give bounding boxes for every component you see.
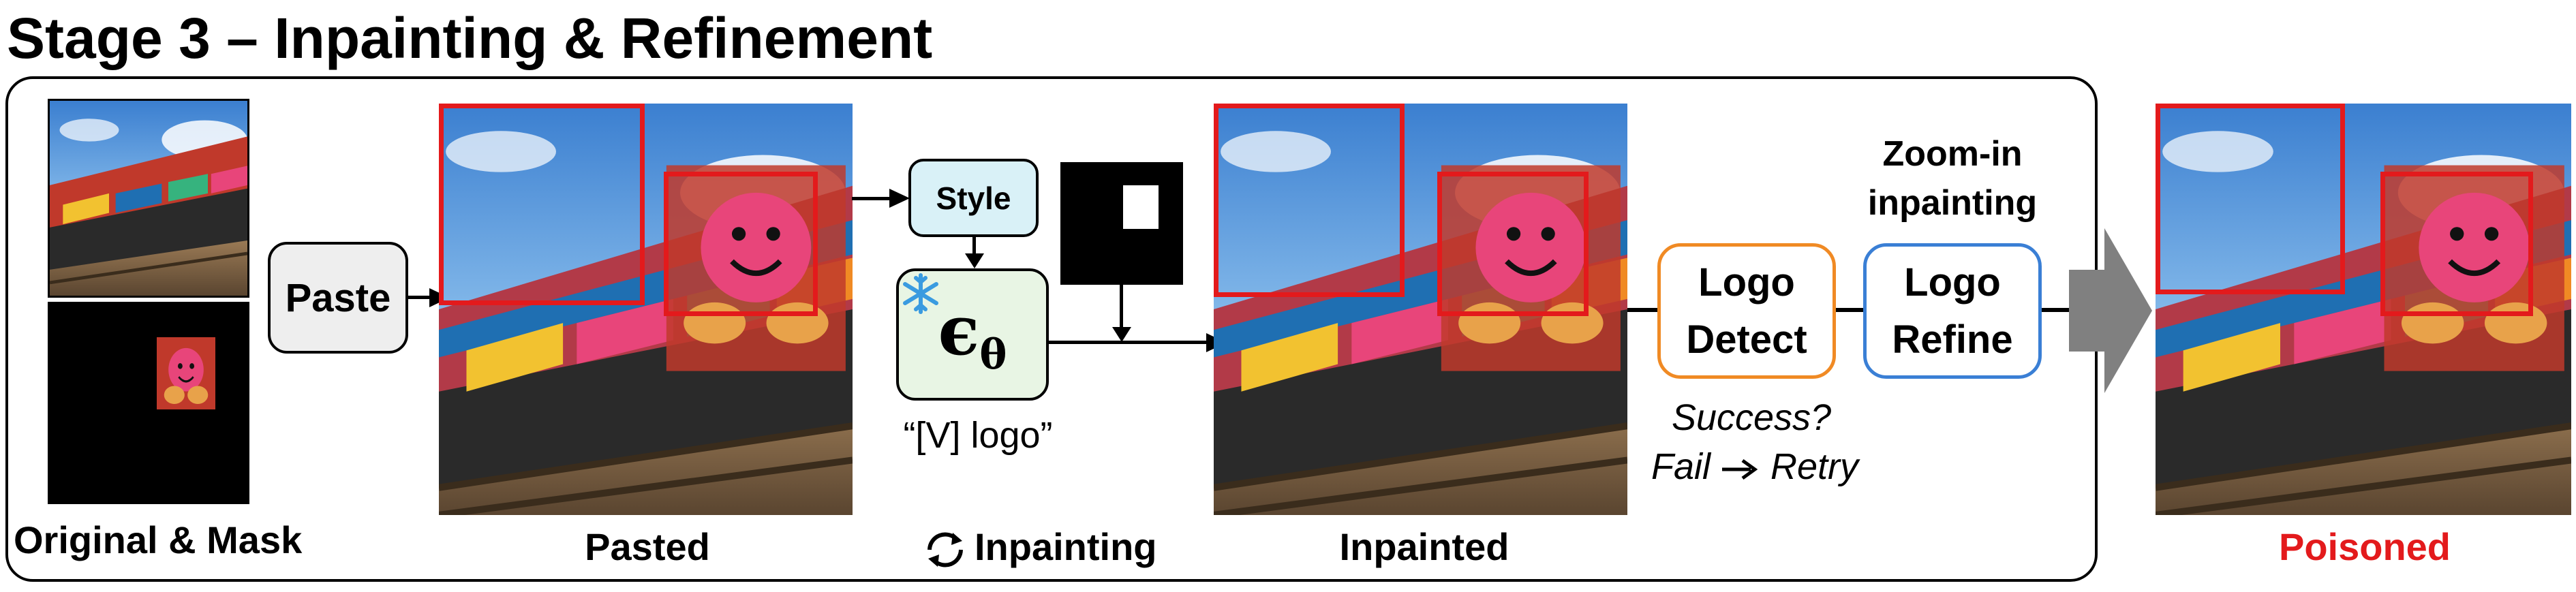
inpainting-label: Inpainting <box>975 525 1157 568</box>
pasted-label: Pasted <box>585 525 710 568</box>
pasted-logo-box-small <box>664 172 818 316</box>
inpainted-logo-box-small <box>1437 172 1589 316</box>
logo-detect-line2: Detect <box>1686 317 1807 362</box>
arrow-right-icon <box>1722 458 1758 480</box>
arrow-down-icon <box>1112 327 1131 342</box>
poisoned-label: Poisoned <box>2278 525 2451 568</box>
page-title: Stage 3 – Inpainting & Refinement <box>7 6 933 70</box>
poisoned-image <box>2156 104 2571 515</box>
style-label: Style <box>936 180 1011 216</box>
inpainted-label: Inpainted <box>1339 525 1509 568</box>
arrow-right-icon <box>889 189 910 208</box>
pasted-logo-box-large <box>439 104 645 305</box>
logo-detect-line1: Logo <box>1698 260 1795 305</box>
mask-thumbnail <box>1060 162 1183 285</box>
paste-box: Paste <box>268 242 408 354</box>
arrow-line <box>1049 341 1211 344</box>
mask-image <box>48 302 249 504</box>
snowflake-icon <box>903 273 938 314</box>
zoom-in-text: Zoom-in inpainting <box>1867 134 2038 223</box>
inpainted-image <box>1214 104 1627 515</box>
original-image <box>48 99 249 298</box>
arrow-line <box>408 296 435 299</box>
logo-refine-box: Logo Refine <box>1863 243 2042 379</box>
arrow-down-icon <box>965 253 984 268</box>
logo-detect-box: Logo Detect <box>1657 243 1836 379</box>
arrow-line <box>1120 285 1123 331</box>
logo-refine-line1: Logo <box>1904 260 2001 305</box>
pasted-image <box>439 104 853 515</box>
logo-refine-line2: Refine <box>1892 317 2013 362</box>
refresh-cycle-icon <box>927 532 963 567</box>
big-arrow-icon <box>2104 228 2152 393</box>
arrow-line <box>1836 308 1863 312</box>
paste-label: Paste <box>285 275 391 320</box>
arrow-line <box>972 237 976 258</box>
poisoned-logo-box-large <box>2156 104 2345 294</box>
prompt-text: “[V] logo” <box>903 415 1053 456</box>
poisoned-logo-box-small <box>2380 172 2533 316</box>
arrow-line <box>852 197 896 200</box>
arrow-line <box>1627 308 1657 312</box>
fail-retry-text: Fail Retry <box>1651 446 1859 487</box>
inpainted-logo-box-large <box>1214 104 1405 297</box>
success-text: Success? <box>1671 397 1832 438</box>
style-box: Style <box>908 159 1039 237</box>
epsilon-theta: ϵθ <box>938 290 1007 379</box>
original-mask-label: Original & Mask <box>14 518 303 561</box>
denoiser-box: ϵθ <box>896 268 1049 401</box>
big-arrow-tail <box>2069 270 2106 352</box>
arrow-line <box>2042 308 2069 312</box>
